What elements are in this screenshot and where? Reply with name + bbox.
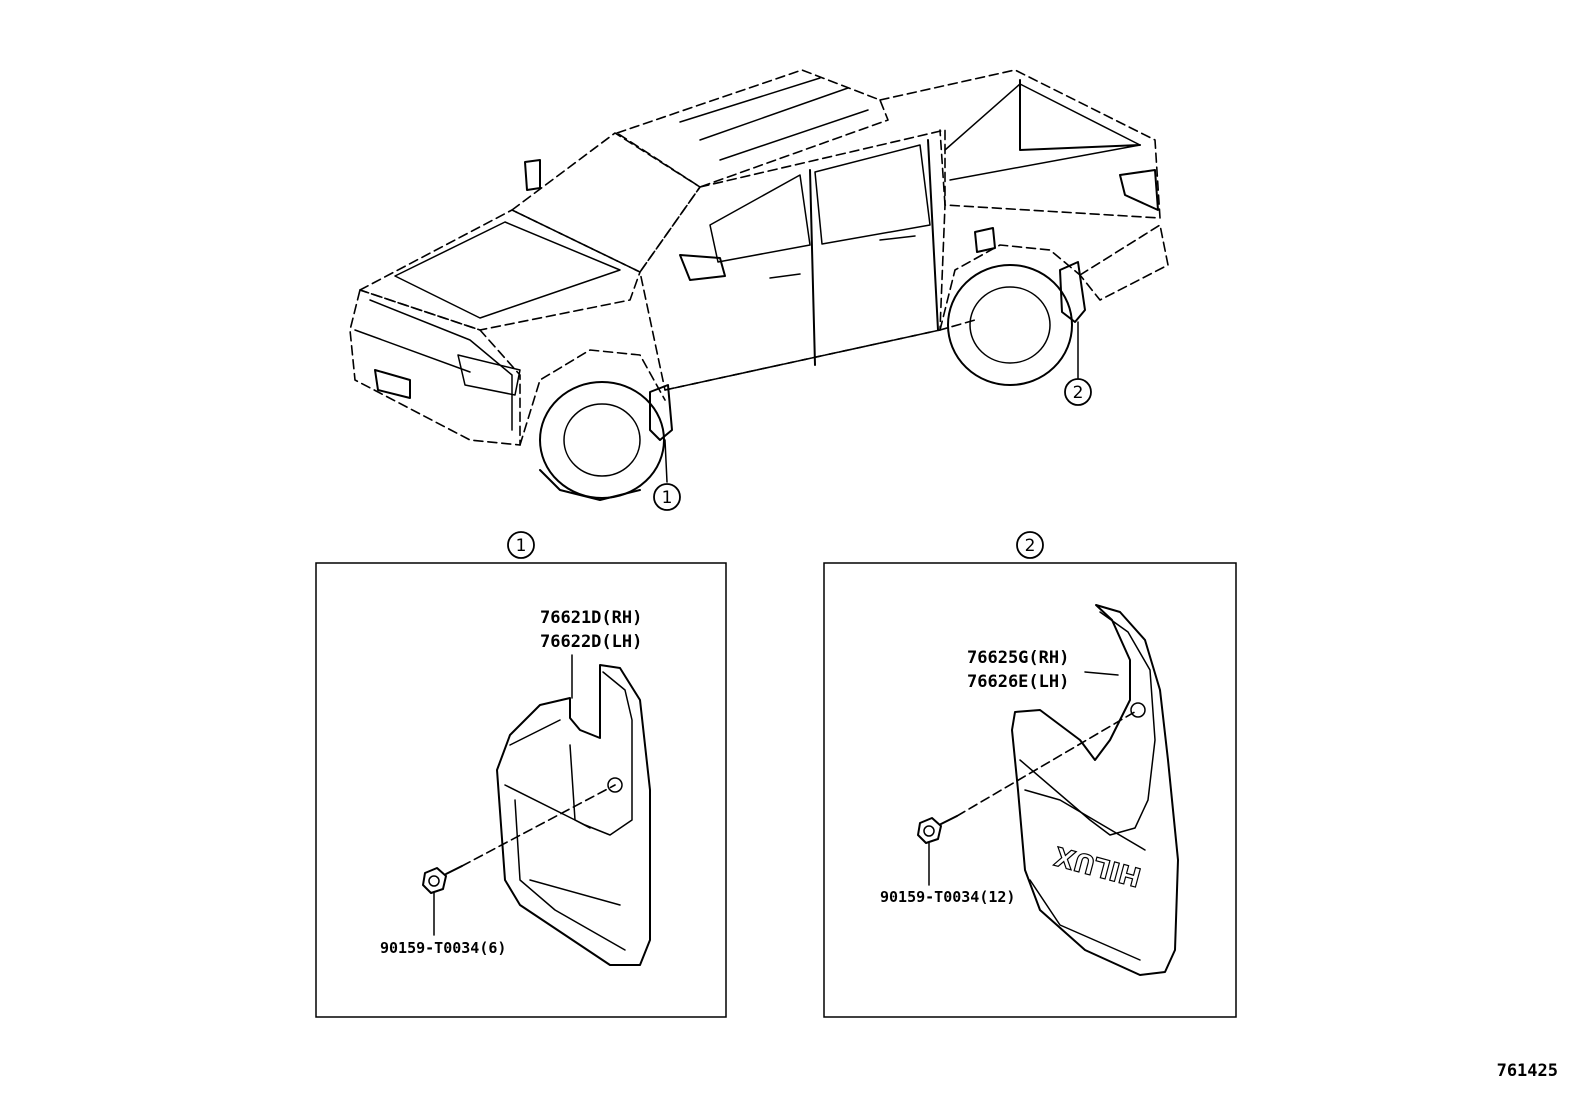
front-mudguard	[496, 664, 651, 966]
front-part-lh: 76622D(LH)	[540, 632, 642, 652]
svg-text:1: 1	[662, 488, 673, 508]
detail-rear: 2 HILUX 76625G(RH) 76626E(LH) 90159-T003…	[823, 531, 1237, 1018]
rear-part-rh: 76625G(RH)	[967, 648, 1069, 668]
front-screw-icon	[422, 865, 463, 894]
detail-rear-heading: 2	[1016, 531, 1044, 559]
rear-mudguard-emboss: HILUX	[1051, 840, 1144, 892]
truck-illustration	[349, 69, 1169, 501]
detail-front-heading: 1	[507, 531, 535, 559]
front-part-rh: 76621D(RH)	[540, 608, 642, 628]
svg-text:2: 2	[1073, 383, 1084, 403]
detail-front-box	[315, 562, 727, 1018]
illustration-id: 761425	[1497, 1061, 1558, 1081]
callout-front: 1	[653, 483, 681, 511]
svg-text:1: 1	[516, 536, 527, 556]
rear-part-lh: 76626E(LH)	[967, 672, 1069, 692]
rear-screw-icon	[917, 815, 958, 844]
svg-text:2: 2	[1025, 536, 1036, 556]
detail-front: 1 76621D(RH) 76622D(LH) 90159-T0034(6)	[315, 531, 727, 1018]
rear-screw-part: 90159-T0034(12)	[880, 888, 1015, 906]
callout-rear: 2	[1064, 378, 1092, 406]
front-screw-part: 90159-T0034(6)	[380, 939, 506, 957]
detail-rear-box	[823, 562, 1237, 1018]
